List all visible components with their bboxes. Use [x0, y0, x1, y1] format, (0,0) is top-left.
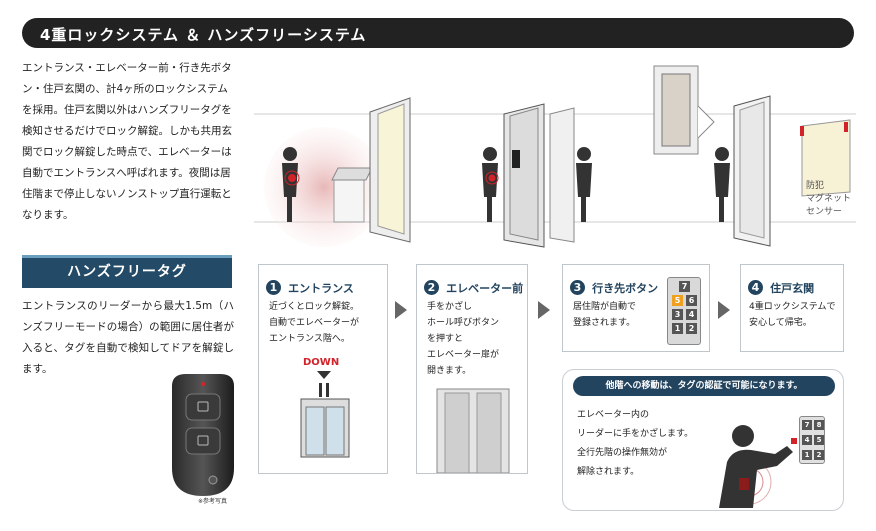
step-3-header: 3 行き先ボタン [570, 277, 658, 296]
callout-line: 解除されます。 [577, 467, 640, 477]
callout-line: エレベーター内の [577, 410, 650, 420]
keypad-key: 1 [802, 450, 812, 460]
keypad-key: 4 [686, 309, 697, 320]
keypad-key: 2 [814, 450, 824, 460]
callout-title: 他階への移動は、タグの認証で可能になります。 [573, 376, 835, 396]
keypad-key: 5 [814, 435, 824, 445]
step-body-line: 近づくとロック解錠。 [269, 302, 360, 312]
flow-arrow-icon [395, 301, 407, 319]
step-body-line: 登録されます。 [573, 318, 636, 328]
step-title: 住戸玄関 [770, 281, 815, 295]
step-unit-door: 4 住戸玄関 4重ロックシステムで 安心して帰宅。 [740, 264, 844, 352]
flow-arrow-icon [538, 301, 550, 319]
elevator-reader-illustration [719, 425, 797, 508]
keypad-key-selected: 5 [672, 295, 683, 306]
step-body-line: 手をかざし [427, 302, 473, 312]
step-1-header: 1 エントランス [266, 277, 354, 296]
step-body-line: ホール呼びボタン [427, 318, 500, 328]
header-bar: 4重ロックシステム ＆ ハンズフリーシステム [22, 18, 854, 48]
step-body-line: 居住階が自動で [573, 302, 637, 312]
keypad-key: 2 [686, 323, 697, 334]
handsfree-heading: ハンズフリータグ [22, 255, 232, 288]
handsfree-title: ハンズフリータグ [67, 264, 187, 280]
step-body-line: エントランス階へ。 [269, 334, 350, 344]
step-2-header: 2 エレベーター前 [424, 277, 523, 296]
sensor-label-line-1: 防犯 [806, 181, 825, 191]
callout-line: 全行先階の操作無効が [577, 448, 668, 458]
keypad-key: 7 [802, 420, 812, 430]
step-title: 行き先ボタン [592, 281, 659, 295]
keypad-key: 1 [672, 323, 683, 334]
handsfree-description: エントランスのリーダーから最大1.5m（ハンズフリーモードの場合）の範囲に居住者… [22, 300, 234, 375]
callout-line: リーダーに手をかざします。 [577, 429, 694, 439]
down-label: DOWN [303, 357, 340, 368]
step-elevator-hall: 2 エレベーター前 手をかざし ホール呼びボタン を押すと エレベーター扉が 開… [416, 264, 528, 474]
step-title: エントランス [288, 281, 354, 295]
step-body-line: 4重ロックシステムで [749, 302, 836, 312]
step-number: 1 [266, 280, 281, 295]
callout-body: エレベーター内の リーダーに手をかざします。 全行先階の操作無効が 解除されます… [577, 406, 693, 482]
step-4-header: 4 住戸玄関 [748, 277, 814, 296]
sensor-label: 防犯 マグネット センサー [806, 180, 851, 219]
step-number: 4 [748, 280, 763, 295]
keypad-key: 4 [802, 435, 812, 445]
step-body-line: 自動でエレベーターが [269, 318, 360, 328]
step-body-line: エレベーター扉が [427, 350, 500, 360]
callout-keypad: 7 8 4 5 1 2 [799, 416, 825, 464]
elevator-down-icon [300, 371, 350, 458]
key-fob-photo [172, 374, 234, 496]
step-entrance: 1 エントランス 近づくとロック解錠。 自動でエレベーターが エントランス階へ。… [258, 264, 388, 474]
keypad-key: 7 [679, 281, 690, 292]
flow-arrow-icon [718, 301, 730, 319]
keypad-key: 8 [814, 420, 824, 430]
photo-note: ※参考写真 [198, 498, 228, 505]
page-title: 4重ロックシステム ＆ ハンズフリーシステム [40, 26, 367, 44]
step-body: 近づくとロック解錠。 自動でエレベーターが エントランス階へ。 [269, 299, 359, 347]
step-title: エレベーター前 [446, 281, 524, 295]
step-destination-button: 3 行き先ボタン 居住階が自動で 登録されます。 7 5 6 3 4 1 2 [562, 264, 710, 352]
step-body: 居住階が自動で 登録されます。 [573, 299, 636, 331]
step-body: 4重ロックシステムで 安心して帰宅。 [749, 299, 835, 331]
sensor-label-line-3: センサー [806, 207, 843, 217]
step-number: 2 [424, 280, 439, 295]
auth-callout: 他階への移動は、タグの認証で可能になります。 エレベーター内の リーダーに手をか… [562, 369, 844, 511]
building-scene-illustration [254, 65, 856, 248]
intro-text: エントランス・エレベーター前・行き先ボタン・住戸玄関の、計4ヶ所のロックシステム… [22, 62, 232, 221]
step-body-line: 安心して帰宅。 [749, 318, 812, 328]
step-number: 3 [570, 280, 585, 295]
keypad-key: 6 [686, 295, 697, 306]
step-body-line: 開きます。 [427, 366, 472, 376]
step-body-line: を押すと [427, 334, 464, 344]
sensor-label-line-2: マグネット [806, 194, 852, 204]
step-body: 手をかざし ホール呼びボタン を押すと エレベーター扉が 開きます。 [427, 299, 499, 379]
keypad-key: 3 [672, 309, 683, 320]
destination-keypad: 7 5 6 3 4 1 2 [667, 277, 701, 345]
elevator-door-icon [436, 388, 510, 473]
